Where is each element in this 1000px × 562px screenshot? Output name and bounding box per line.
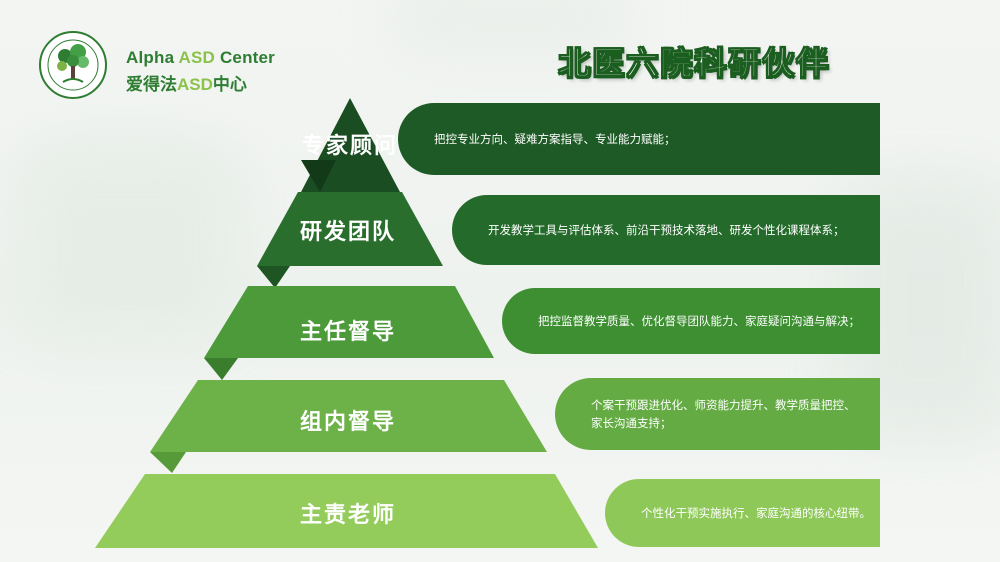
tier-label-4: 组内督导 [300,410,397,435]
tier-description-1: 把控专业方向、疑难方案指导、专业能力赋能； [398,103,880,175]
tree-logo-icon [39,31,107,99]
background-blur [380,0,640,60]
tier-description-2: 开发教学工具与评估体系、前沿干预技术落地、研发个性化课程体系； [452,195,880,265]
tier-label-5: 主责老师 [300,503,397,528]
background-blur [20,140,240,340]
tier-description-3: 把控监督教学质量、优化督导团队能力、家庭疑问沟通与解决； [502,288,880,354]
tier-description-5: 个性化干预实施执行、家庭沟通的核心纽带。 [605,479,880,547]
tier-label-1: 专家顾问 [302,134,399,159]
tier-description-4: 个案干预跟进优化、师资能力提升、教学质量把控、 家长沟通支持； [555,378,880,450]
brand-name-english: Alpha ASD Center [126,48,275,67]
tier-label-2: 研发团队 [300,220,397,245]
page-title: 北医六院科研伙伴 [557,44,831,83]
tier-label-3: 主任督导 [300,320,397,345]
brand-name-chinese: 爱得法ASD中心 [126,75,247,95]
